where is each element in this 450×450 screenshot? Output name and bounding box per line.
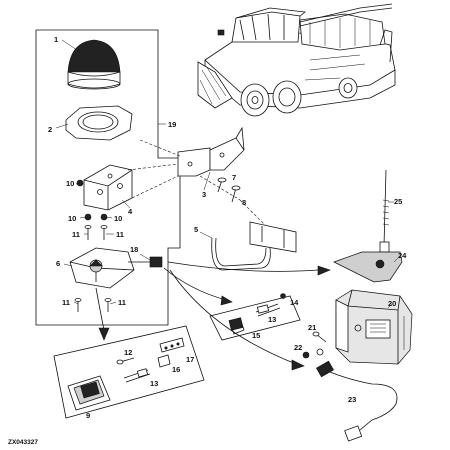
antenna-mount <box>333 251 403 283</box>
callout-11b: 11 <box>116 230 124 239</box>
whip-antenna <box>379 169 390 253</box>
monitor-fasteners <box>302 331 327 359</box>
figure-id: ZX043327 <box>8 439 38 446</box>
callout-7: 7 <box>232 173 236 182</box>
callout-24: 24 <box>398 251 407 260</box>
callout-16: 16 <box>172 365 180 374</box>
fasteners-left <box>76 179 108 240</box>
callout-11d: 11 <box>118 298 126 307</box>
display-monitor <box>335 289 413 365</box>
callout-11c: 11 <box>62 298 70 307</box>
fasteners-base <box>74 298 112 312</box>
callout-17: 17 <box>186 355 194 364</box>
callout-15: 15 <box>252 331 260 340</box>
callout-22: 22 <box>294 343 302 352</box>
mounting-gasket <box>65 105 133 141</box>
callout-2: 2 <box>48 125 52 134</box>
callout-18: 18 <box>130 245 138 254</box>
receiver-dome <box>67 39 121 90</box>
combine-harvester-illustration <box>197 3 396 117</box>
side-bracket <box>177 126 245 203</box>
mounting-bracket <box>83 164 133 211</box>
callout-1: 1 <box>54 35 58 44</box>
callout-6: 6 <box>56 259 60 268</box>
callout-12: 12 <box>124 348 132 357</box>
callout-8: 8 <box>242 198 246 207</box>
callout-4: 4 <box>128 207 133 216</box>
callout-25: 25 <box>394 197 402 206</box>
assembly-outline <box>35 29 181 326</box>
callout-19: 19 <box>168 120 176 129</box>
callout-13a: 13 <box>268 315 276 324</box>
callout-10a: 10 <box>66 179 74 188</box>
connector-kit-large <box>53 325 205 419</box>
callout-14: 14 <box>290 298 299 307</box>
callout-10b: 10 <box>68 214 76 223</box>
leader-lines <box>55 39 399 309</box>
harness-cable <box>316 360 398 442</box>
callout-13b: 13 <box>150 379 158 388</box>
receiver-base <box>69 247 163 289</box>
callout-5: 5 <box>194 225 198 234</box>
callout-10c: 10 <box>114 214 122 223</box>
callout-21: 21 <box>308 323 316 332</box>
callout-11a: 11 <box>72 230 80 239</box>
connector-kit <box>209 293 301 341</box>
callout-3: 3 <box>202 190 206 199</box>
callout-9: 9 <box>86 411 90 420</box>
callout-20: 20 <box>388 299 396 308</box>
flow-arrows <box>95 261 331 371</box>
handle-bracket <box>211 221 297 271</box>
callout-23: 23 <box>348 395 356 404</box>
